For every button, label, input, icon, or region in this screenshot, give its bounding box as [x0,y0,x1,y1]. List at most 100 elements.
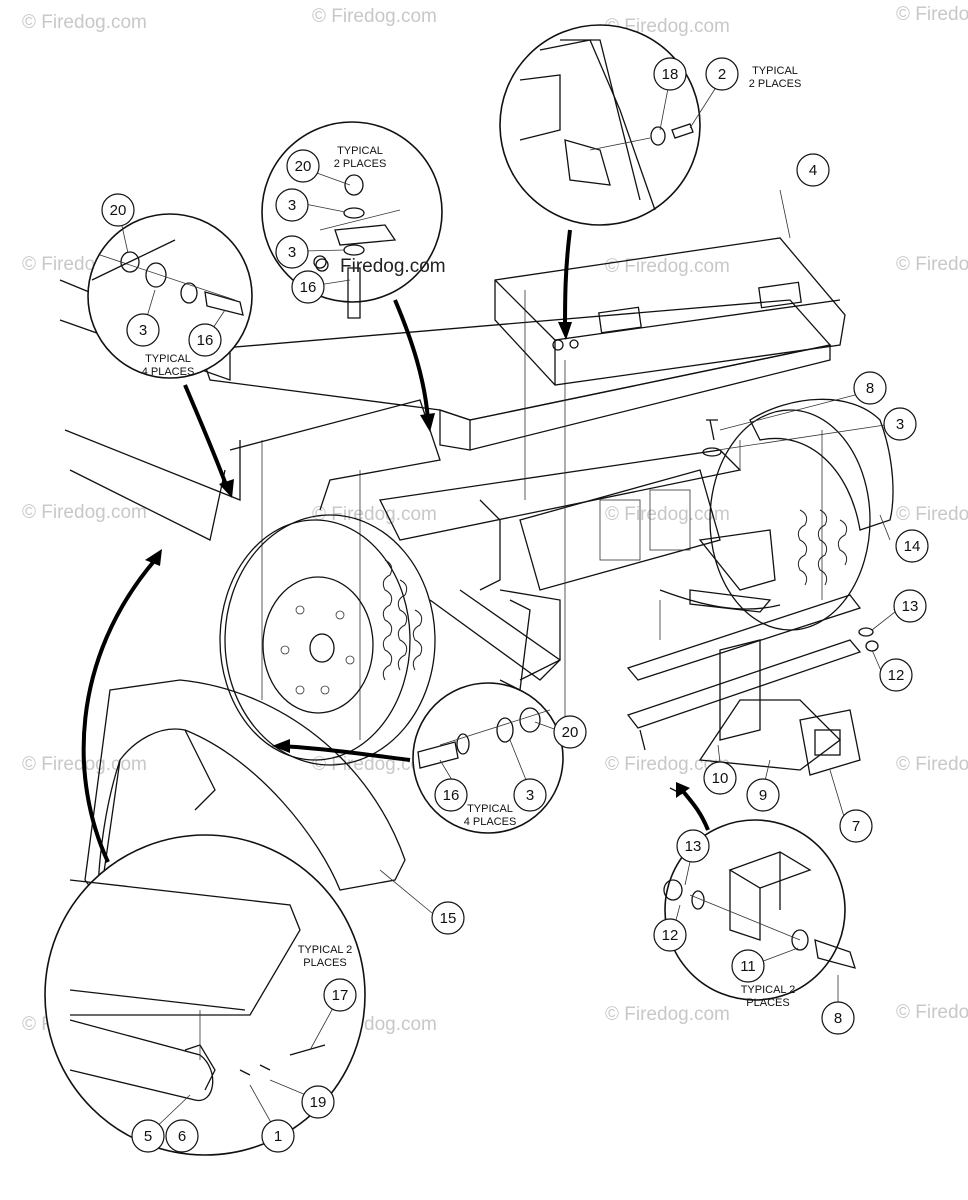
svg-text:TYPICAL 2: TYPICAL 2 [298,944,353,956]
svg-text:13: 13 [685,838,702,855]
callout-5: 5 [131,1119,165,1153]
callout-3-mid: 3 [513,778,547,812]
svg-text:10: 10 [712,770,729,787]
svg-text:3: 3 [288,197,296,214]
arrows [81,229,710,863]
note-top-center: TYPICAL 2 PLACES [334,145,387,170]
svg-text:8: 8 [834,1010,842,1027]
svg-text:20: 20 [295,158,312,175]
callout-6: 6 [165,1119,199,1153]
svg-text:© Firedog.com: © Firedog.com [896,1002,968,1023]
svg-text:TYPICAL: TYPICAL [752,65,798,77]
note-top-right: TYPICAL 2 PLACES [749,65,802,90]
callout-20-top-center: 20 [286,149,320,183]
svg-text:9: 9 [759,787,767,804]
svg-text:© Firedog.com: © Firedog.com [605,504,730,525]
svg-text:4 PLACES: 4 PLACES [142,366,195,378]
callout-7: 7 [839,809,873,843]
callout-14: 14 [895,529,929,563]
svg-text:© Firedog.com: © Firedog.com [312,6,437,27]
svg-text:2 PLACES: 2 PLACES [334,158,387,170]
svg-text:TYPICAL 2: TYPICAL 2 [741,984,796,996]
svg-text:20: 20 [110,202,127,219]
callout-13-lower: 13 [676,829,710,863]
callout-4: 4 [796,153,830,187]
detail-circle-top [499,24,701,226]
svg-text:12: 12 [662,927,679,944]
svg-text:© Firedog.com: © Firedog.com [22,12,147,33]
svg-text:© Firedog.com: © Firedog.com [896,254,968,275]
callout-16-mid: 16 [434,778,468,812]
right-fender [749,398,894,531]
svg-text:© Firedog.com: © Firedog.com [22,502,147,523]
note-upper-left: TYPICAL 4 PLACES [142,353,195,378]
svg-text:© Firedog.com: © Firedog.com [896,504,968,525]
note-bottom-left: TYPICAL 2 PLACES [298,944,353,969]
right-rear-wheel [709,409,871,631]
callout-16-top-center: 16 [291,270,325,304]
callout-10: 10 [703,761,737,795]
callout-8-top: 8 [853,371,887,405]
callout-11: 11 [731,949,765,983]
svg-text:16: 16 [300,279,317,296]
detail-circle-lower-right [663,819,856,1001]
callout-3-right: 3 [883,407,917,441]
svg-text:3: 3 [526,787,534,804]
svg-text:16: 16 [197,332,214,349]
rear-bumper [494,237,846,386]
svg-text:12: 12 [888,667,905,684]
svg-text:3: 3 [896,416,904,433]
svg-text:15: 15 [440,910,457,927]
svg-text:TYPICAL: TYPICAL [145,353,191,365]
svg-text:© Firedog.com: © Firedog.com [896,754,968,775]
svg-text:© Firedog.com: © Firedog.com [896,4,968,25]
svg-text:© Firedog.com: © Firedog.com [605,1004,730,1025]
callout-3-upper-left: 3 [126,313,160,347]
svg-text:2 PLACES: 2 PLACES [749,78,802,90]
callout-9: 9 [746,778,780,812]
svg-text:3: 3 [139,322,147,339]
rear-frame-assembly [59,279,832,740]
callout-3-top-center-a: 3 [275,188,309,222]
svg-text:PLACES: PLACES [746,997,789,1009]
svg-text:© Firedog.com: © Firedog.com [605,754,730,775]
callout-18: 18 [653,57,687,91]
svg-text:1: 1 [274,1128,282,1145]
callout-15: 15 [431,901,465,935]
watermarks: © Firedog.com © Firedog.com © Firedog.co… [22,4,968,1035]
svg-text:17: 17 [332,987,349,1004]
callout-19: 19 [301,1085,335,1119]
callout-12-right: 12 [879,658,913,692]
callout-16-upper-left: 16 [188,323,222,357]
callout-20-mid: 20 [553,715,587,749]
svg-text:14: 14 [904,538,921,555]
bottom-detail-view [44,834,366,1156]
svg-text:© Firedog.com: © Firedog.com [605,256,730,277]
svg-text:TYPICAL: TYPICAL [337,145,383,157]
svg-text:8: 8 [866,380,874,397]
svg-text:6: 6 [178,1128,186,1145]
svg-text:4 PLACES: 4 PLACES [464,816,517,828]
center-watermark: Firedog.com [315,256,446,277]
svg-text:18: 18 [662,66,679,83]
svg-text:13: 13 [902,598,919,615]
callout-17: 17 [323,978,357,1012]
note-lower-right: TYPICAL 2 PLACES [741,984,796,1009]
callout-3-top-center-b: 3 [275,235,309,269]
note-mid: TYPICAL 4 PLACES [464,803,517,828]
svg-text:PLACES: PLACES [303,957,346,969]
callout-12-lower: 12 [653,918,687,952]
callout-8-lower: 8 [821,1001,855,1035]
svg-text:TYPICAL: TYPICAL [467,803,513,815]
svg-text:3: 3 [288,244,296,261]
callout-2: 2 [705,57,739,91]
svg-text:2: 2 [718,66,726,83]
svg-text:16: 16 [443,787,460,804]
callout-1: 1 [261,1119,295,1153]
svg-text:5: 5 [144,1128,152,1145]
svg-text:11: 11 [740,958,756,975]
svg-text:19: 19 [310,1094,327,1111]
svg-text:4: 4 [809,162,817,179]
trailer-hitch [626,594,862,776]
